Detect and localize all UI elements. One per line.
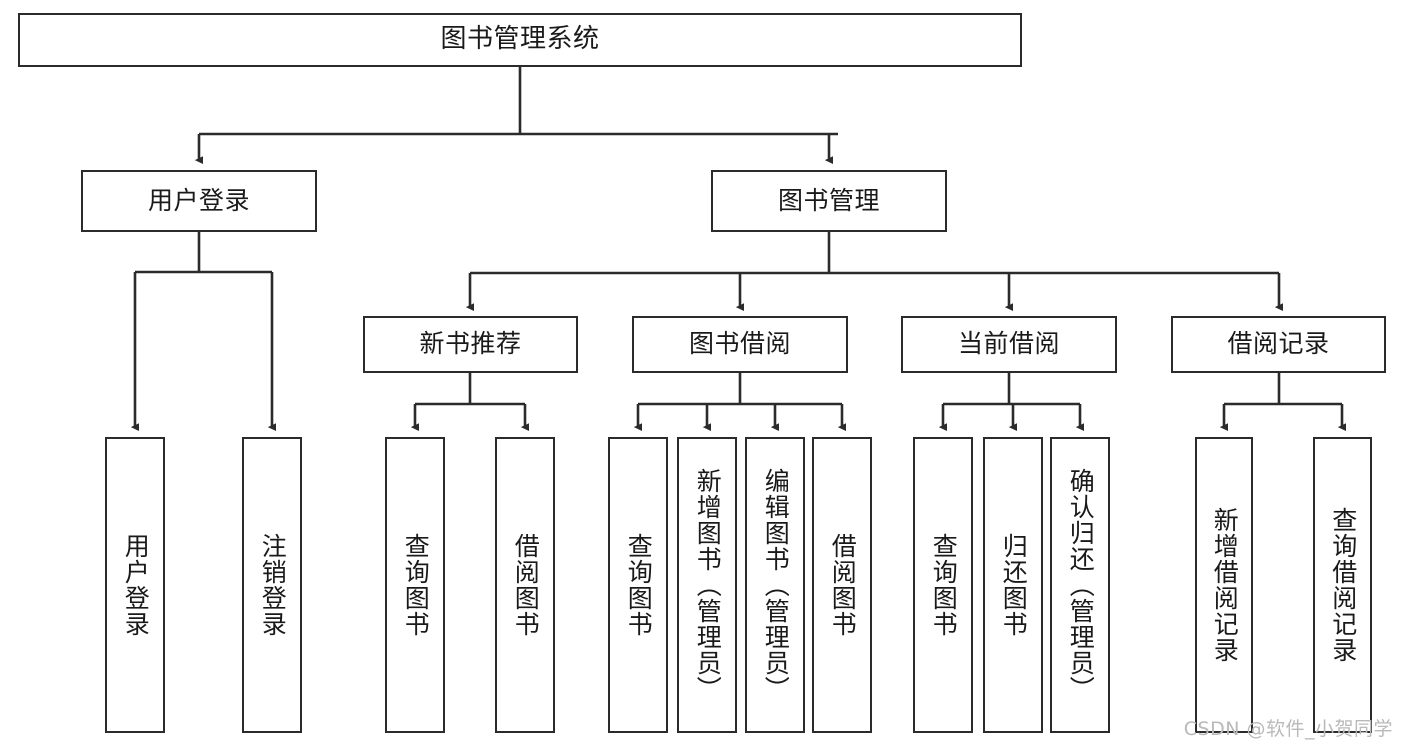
leaf-current-borrow-2[interactable]: 归还图书 (983, 437, 1043, 733)
leaf-user-login-2[interactable]: 注销登录 (242, 437, 302, 733)
leaf-book-borrow-3[interactable]: 编辑图书（管理员） (745, 437, 805, 733)
node-borrow-record-label: 借阅记录 (1227, 329, 1330, 359)
leaf-borrow-record-1-label: 新增借阅记录 (1210, 507, 1240, 663)
leaf-book-borrow-3-label: 编辑图书（管理员） (761, 468, 791, 702)
node-borrow-record[interactable]: 借阅记录 (1171, 316, 1386, 373)
leaf-borrow-record-2-label: 查询借阅记录 (1328, 507, 1358, 663)
leaf-book-borrow-2-label: 新增图书（管理员） (693, 468, 723, 702)
leaf-new-book-recommend-2[interactable]: 借阅图书 (495, 437, 555, 733)
leaf-user-login-2-label: 注销登录 (258, 533, 288, 637)
leaf-new-book-recommend-2-label: 借阅图书 (511, 533, 541, 637)
node-new-book-recommend-label: 新书推荐 (419, 329, 522, 359)
leaf-current-borrow-3-label: 确认归还（管理员） (1066, 468, 1096, 702)
node-book-borrow[interactable]: 图书借阅 (632, 316, 848, 373)
leaf-current-borrow-2-label: 归还图书 (999, 533, 1029, 637)
leaf-book-borrow-2[interactable]: 新增图书（管理员） (677, 437, 737, 733)
leaf-book-borrow-4-label: 借阅图书 (828, 533, 858, 637)
node-root-system-label: 图书管理系统 (440, 24, 600, 55)
node-new-book-recommend[interactable]: 新书推荐 (363, 316, 578, 373)
leaf-current-borrow-1-label: 查询图书 (929, 533, 959, 637)
node-current-borrow-label: 当前借阅 (957, 329, 1060, 359)
leaf-user-login-1[interactable]: 用户登录 (105, 437, 165, 733)
node-user-login[interactable]: 用户登录 (81, 170, 317, 232)
node-user-login-label: 用户登录 (147, 185, 250, 215)
leaf-book-borrow-1[interactable]: 查询图书 (608, 437, 668, 733)
leaf-borrow-record-1[interactable]: 新增借阅记录 (1195, 437, 1253, 733)
leaf-new-book-recommend-1[interactable]: 查询图书 (385, 437, 445, 733)
leaf-current-borrow-1[interactable]: 查询图书 (913, 437, 973, 733)
leaf-current-borrow-3[interactable]: 确认归还（管理员） (1050, 437, 1110, 733)
leaf-new-book-recommend-1-label: 查询图书 (401, 533, 431, 637)
leaf-book-borrow-4[interactable]: 借阅图书 (812, 437, 872, 733)
leaf-user-login-1-label: 用户登录 (121, 533, 151, 637)
node-book-borrow-label: 图书借阅 (688, 329, 791, 359)
node-root-system[interactable]: 图书管理系统 (18, 13, 1022, 67)
leaf-borrow-record-2[interactable]: 查询借阅记录 (1313, 437, 1372, 733)
node-current-borrow[interactable]: 当前借阅 (901, 316, 1117, 373)
node-book-manage-label: 图书管理 (777, 185, 880, 215)
node-book-manage[interactable]: 图书管理 (711, 170, 947, 232)
leaf-book-borrow-1-label: 查询图书 (624, 533, 654, 637)
